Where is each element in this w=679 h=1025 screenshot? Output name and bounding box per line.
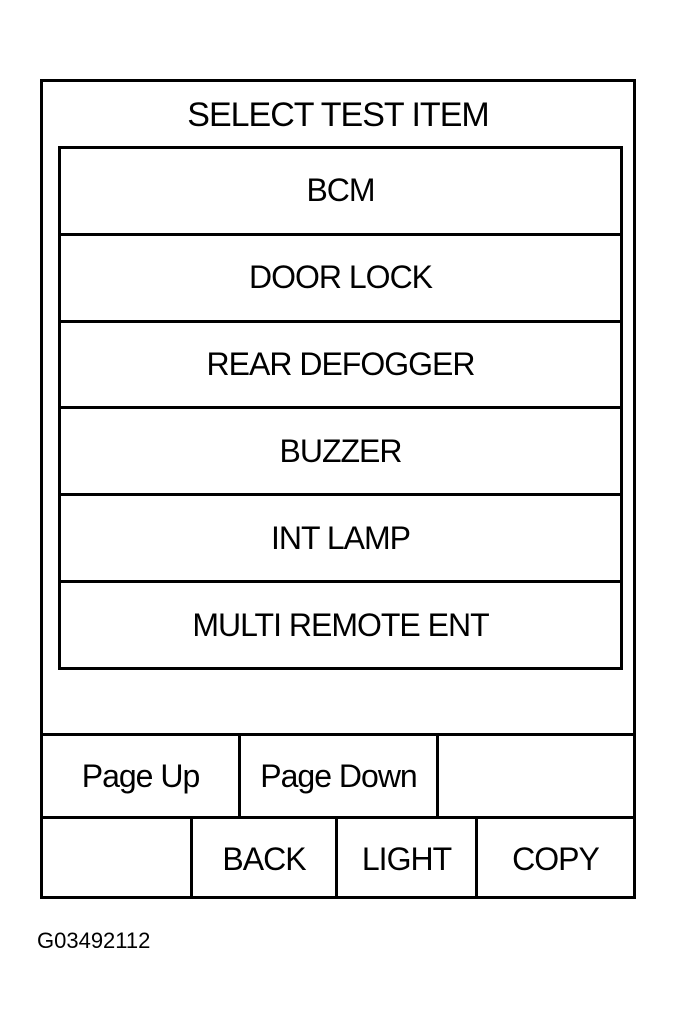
test-item-rear-defogger[interactable]: REAR DEFOGGER [61, 323, 620, 410]
test-item-bcm[interactable]: BCM [61, 149, 620, 236]
figure-id: G03492112 [37, 928, 151, 953]
test-item-door-lock[interactable]: DOOR LOCK [61, 236, 620, 323]
test-item-buzzer[interactable]: BUZZER [61, 409, 620, 497]
back-button[interactable]: BACK [193, 816, 338, 899]
scan-tool-screen: SELECT TEST ITEM BCM DOOR LOCK REAR DEFO… [40, 79, 636, 899]
empty-soft-key-bottom-left [43, 816, 193, 899]
test-item-multi-remote-ent[interactable]: MULTI REMOTE ENT [192, 606, 489, 643]
page-up-button[interactable]: Page Up [43, 733, 241, 816]
copy-button[interactable]: COPY [478, 816, 633, 899]
page-down-button[interactable]: Page Down [241, 733, 439, 816]
light-button[interactable]: LIGHT [338, 816, 478, 899]
screen-title: SELECT TEST ITEM [187, 96, 489, 134]
empty-soft-key-top-right [439, 733, 633, 816]
test-item-list: BCM DOOR LOCK REAR DEFOGGER BUZZER INT L… [58, 146, 623, 670]
test-item-int-lamp[interactable]: INT LAMP [61, 496, 620, 584]
